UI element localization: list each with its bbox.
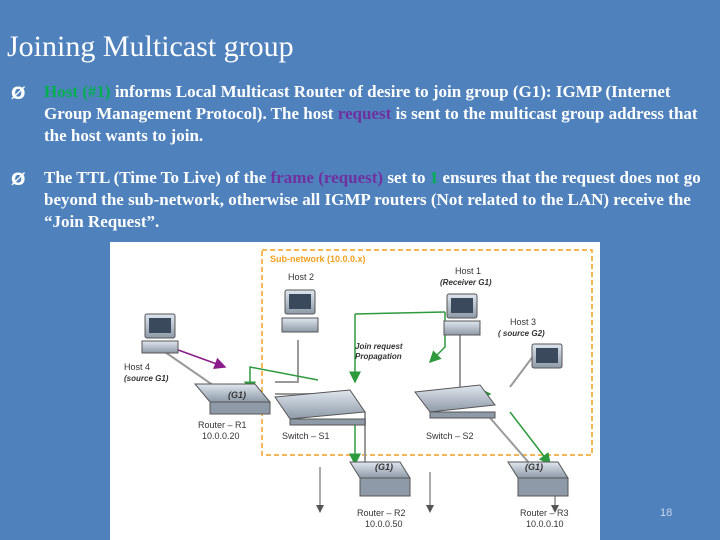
slide-title: Joining Multicast group [7,30,294,63]
join-link-d [244,366,319,394]
router-r2-ip: 10.0.0.50 [365,519,403,529]
bullet-1-part-b: is sent to the multicast group address t… [44,104,698,145]
join-link-a [354,311,446,315]
switch-s2-label: Switch – S2 [426,431,474,441]
router-r3-ip: 10.0.0.10 [526,519,564,529]
bullet-1-part-a: informs Local Multicast Router of desire… [44,82,671,123]
slide-number: 18 [660,507,673,519]
subnet-border [261,249,593,456]
switch-s1 [274,389,366,426]
host-3-computer [531,343,563,369]
host-4-role: (source G1) [124,374,169,383]
join-propagation-label: Propagation [355,352,402,361]
network-diagram: Sub-network (10.0.0.x) Host 2 [110,242,600,540]
host-2-computer [281,289,319,333]
source-link [169,346,227,370]
top-bar [0,0,720,6]
host-1-computer [443,293,481,336]
bullet-text-1: Host (#1) informs Local Multicast Router… [44,81,704,147]
wire-host2 [275,340,299,383]
router-r2-group: (G1) [375,462,393,472]
bullet-2-part-c: ensures that the request does not go bey… [44,168,701,231]
router-r1-name: Router – R1 [198,420,247,430]
wire-s2-r3 [484,411,531,465]
network-diagram-svg: Sub-network (10.0.0.x) Host 2 [124,249,593,529]
router-r3-group: (G1) [525,462,543,472]
router-r1-ip: 10.0.0.20 [202,431,240,441]
host-3-label: Host 3 [510,317,536,327]
bullet-marker-2: Ø [11,170,26,190]
host-4-label: Host 4 [124,362,150,372]
join-request-label: Join request [355,342,403,351]
frame-request-words: frame (request) [270,168,384,187]
subnet-label: Sub-network (10.0.0.x) [270,254,366,264]
router-r1 [193,383,272,415]
host-4-computer [141,313,179,354]
router-r1-group: (G1) [228,390,246,400]
bullet-2-part-b: set to [383,168,430,187]
join-link-f [509,411,551,466]
bullet-text-2: The TTL (Time To Live) of the frame (req… [44,167,704,233]
host-1-label: Host (#1) [44,82,111,101]
host-1-label: Host 1 [455,266,481,276]
router-r2 [349,461,411,497]
router-r3-name: Router – R3 [520,508,569,518]
switch-s2 [414,384,496,419]
host-3-role: ( source G2) [498,329,545,338]
request-word: request [337,104,392,123]
bullet-2-part-a: The TTL (Time To Live) of the [44,168,271,187]
router-r2-name: Router – R2 [357,508,406,518]
join-link-c [428,312,446,364]
host-2-label: Host 2 [288,272,314,282]
bullet-marker-1: Ø [11,84,26,104]
host-1-role: (Receiver G1) [440,278,492,287]
ttl-value: 1 [429,168,439,187]
router-r3 [507,461,569,497]
switch-s1-label: Switch – S1 [282,431,330,441]
